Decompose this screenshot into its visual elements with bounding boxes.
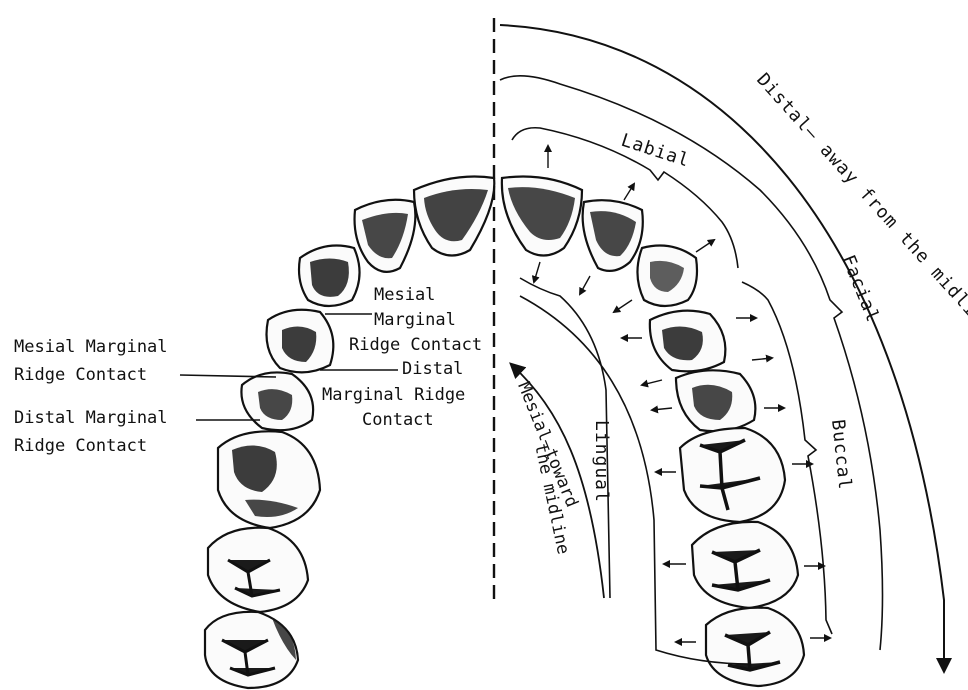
distal-center-1: Distal: [402, 359, 463, 379]
distal-center-2: Marginal Ridge: [322, 385, 465, 405]
left-teeth: [205, 177, 494, 689]
buccal-label: Buccal: [827, 418, 855, 491]
right-second-molar: [692, 522, 798, 608]
mesial-marginal-left-1: Mesial Marginal: [14, 337, 168, 357]
right-third-molar: [706, 608, 804, 686]
left-second-molar: [208, 528, 308, 612]
distal-center-3: Contact: [362, 410, 434, 430]
lingual-label: Lingual: [591, 420, 612, 503]
mesial-center-1: Mesial: [374, 285, 435, 305]
labial-label: Labial: [618, 130, 692, 172]
mesial-marginal-left-2: Ridge Contact: [14, 365, 147, 385]
mesial-center-3: Ridge Contact: [349, 335, 482, 355]
facial-label: Facial: [837, 252, 883, 326]
mesial-center-2: Marginal: [374, 310, 456, 330]
distal-marginal-left-1: Distal Marginal: [14, 408, 168, 428]
distal-marginal-left-2: Ridge Contact: [14, 436, 147, 456]
